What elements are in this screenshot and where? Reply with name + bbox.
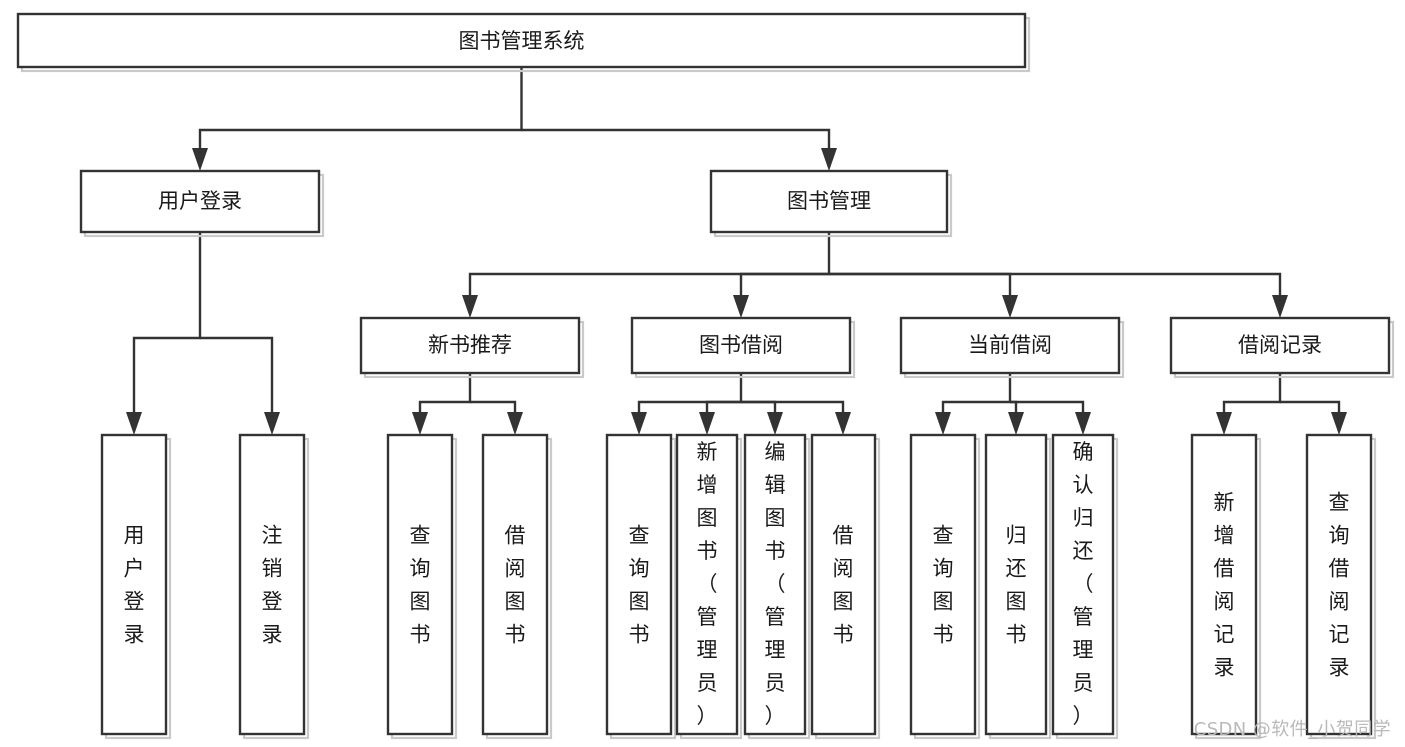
arrow-head-leaf-query-book-1 — [412, 412, 428, 435]
arrow-head-leaf-query-borrow-record — [1331, 412, 1347, 435]
node-leaf-query-book-1-label: 查询图书 — [410, 524, 431, 647]
nodes-layer: 图书管理系统 用户登录 图书管理 新书推荐 — [16, 12, 1395, 740]
node-leaf-user-login[interactable]: 用户登录 — [100, 433, 172, 740]
node-leaf-add-book-admin[interactable]: 新增图书（管理员） — [675, 433, 743, 740]
connector-current-borrow-to-leaves — [935, 373, 1091, 435]
node-book-borrow[interactable]: 图书借阅 — [630, 316, 856, 379]
arrow-head-leaf-add-book-admin — [699, 412, 715, 435]
node-book-borrow-rect — [630, 316, 852, 375]
arrow-head-leaf-return-book — [1008, 412, 1024, 435]
node-root[interactable]: 图书管理系统 — [16, 12, 1031, 73]
node-leaf-query-book-3[interactable]: 查询图书 — [909, 433, 981, 740]
connector-new-book-recommend-to-leaves — [412, 373, 523, 435]
node-leaf-query-borrow-record-label: 查询借阅记录 — [1329, 491, 1350, 680]
node-borrow-record-label: 借阅记录 — [1238, 333, 1322, 357]
node-leaf-user-login-label: 用户登录 — [124, 524, 145, 647]
node-user-login-label: 用户登录 — [158, 189, 242, 213]
arrow-head-leaf-confirm-return-admin — [1075, 412, 1091, 435]
node-leaf-query-book-1[interactable]: 查询图书 — [386, 433, 458, 740]
node-leaf-logout-login[interactable]: 注销登录 — [238, 433, 310, 740]
node-leaf-return-book[interactable]: 归还图书 — [984, 433, 1052, 740]
node-leaf-query-borrow-record[interactable]: 查询借阅记录 — [1305, 433, 1377, 740]
node-leaf-borrow-book-1-label: 借阅图书 — [505, 524, 526, 647]
node-leaf-query-book-3-rect — [909, 433, 977, 736]
arrow-head-new-book-recommend — [462, 295, 478, 318]
csdn-watermark: CSDN @软件_小贺同学 — [1193, 719, 1391, 740]
node-book-manage-rect — [709, 169, 949, 234]
node-leaf-edit-book-admin-label: 编辑图书（管理员） — [765, 440, 786, 728]
connector-book-borrow-to-leaves — [631, 373, 851, 435]
arrow-head-leaf-edit-book-admin — [767, 412, 783, 435]
node-leaf-return-book-label: 归还图书 — [1006, 524, 1027, 647]
connector-user-login-to-leaves — [126, 232, 280, 435]
arrow-head-leaf-logout-login — [264, 412, 280, 435]
node-leaf-query-borrow-record-rect — [1305, 433, 1373, 736]
node-leaf-query-book-1-rect — [386, 433, 454, 736]
node-current-borrow-rect — [899, 316, 1121, 375]
arrow-head-borrow-record — [1272, 295, 1288, 318]
arrow-head-leaf-borrow-book-1 — [507, 412, 523, 435]
node-book-manage-label: 图书管理 — [787, 189, 871, 213]
node-leaf-add-borrow-record-label: 新增借阅记录 — [1214, 491, 1235, 680]
node-user-login-rect — [79, 169, 321, 234]
connector-book-manage-to-level3 — [462, 232, 1288, 318]
node-leaf-query-book-2-label: 查询图书 — [629, 524, 650, 647]
node-root-rect — [16, 12, 1027, 69]
arrow-head-leaf-query-book-3 — [935, 412, 951, 435]
node-leaf-return-book-rect — [984, 433, 1048, 736]
node-leaf-query-book-2[interactable]: 查询图书 — [605, 433, 677, 740]
node-leaf-borrow-book-2-rect — [810, 433, 877, 736]
connector-borrow-record-to-leaves — [1216, 373, 1347, 435]
arrow-head-book-borrow — [733, 295, 749, 318]
node-leaf-logout-login-rect — [238, 433, 306, 736]
arrow-head-leaf-borrow-book-2 — [835, 412, 851, 435]
node-borrow-record[interactable]: 借阅记录 — [1169, 316, 1395, 379]
node-book-borrow-label: 图书借阅 — [699, 333, 783, 357]
node-leaf-confirm-return-admin[interactable]: 确认归还（管理员） — [1051, 433, 1119, 740]
node-new-book-recommend[interactable]: 新书推荐 — [359, 316, 585, 379]
connector-root-to-level2 — [192, 67, 837, 171]
connectors-layer — [126, 67, 1347, 435]
node-root-label: 图书管理系统 — [459, 29, 585, 53]
node-new-book-recommend-rect — [359, 316, 581, 375]
node-book-manage[interactable]: 图书管理 — [709, 169, 953, 238]
node-current-borrow-label: 当前借阅 — [968, 333, 1052, 357]
node-leaf-add-book-admin-rect — [675, 433, 739, 736]
arrow-head-leaf-user-login — [126, 412, 142, 435]
arrow-head-current-borrow — [1002, 295, 1018, 318]
arrow-head-leaf-query-book-2 — [631, 412, 647, 435]
node-leaf-query-book-2-rect — [605, 433, 673, 736]
node-leaf-add-borrow-record-rect — [1190, 433, 1258, 736]
arrow-head-book-manage — [821, 148, 837, 171]
arrow-head-leaf-add-borrow-record — [1216, 412, 1232, 435]
node-leaf-add-book-admin-label: 新增图书（管理员） — [697, 440, 718, 728]
node-new-book-recommend-label: 新书推荐 — [428, 333, 512, 357]
arrow-head-user-login — [192, 148, 208, 171]
node-leaf-edit-book-admin-rect — [743, 433, 807, 736]
node-leaf-confirm-return-admin-rect — [1051, 433, 1115, 736]
node-leaf-borrow-book-1-rect — [481, 433, 549, 736]
node-leaf-borrow-book-2-label: 借阅图书 — [833, 524, 854, 647]
node-leaf-edit-book-admin[interactable]: 编辑图书（管理员） — [743, 433, 811, 740]
node-borrow-record-rect — [1169, 316, 1391, 375]
node-leaf-query-book-3-label: 查询图书 — [933, 524, 954, 647]
node-leaf-borrow-book-1[interactable]: 借阅图书 — [481, 433, 553, 740]
node-leaf-add-borrow-record[interactable]: 新增借阅记录 — [1190, 433, 1262, 740]
node-leaf-logout-login-label: 注销登录 — [262, 524, 283, 647]
node-leaf-user-login-rect — [100, 433, 168, 736]
node-user-login[interactable]: 用户登录 — [79, 169, 325, 238]
node-current-borrow[interactable]: 当前借阅 — [899, 316, 1125, 379]
node-leaf-borrow-book-2[interactable]: 借阅图书 — [810, 433, 881, 740]
node-leaf-confirm-return-admin-label: 确认归还（管理员） — [1073, 440, 1094, 728]
